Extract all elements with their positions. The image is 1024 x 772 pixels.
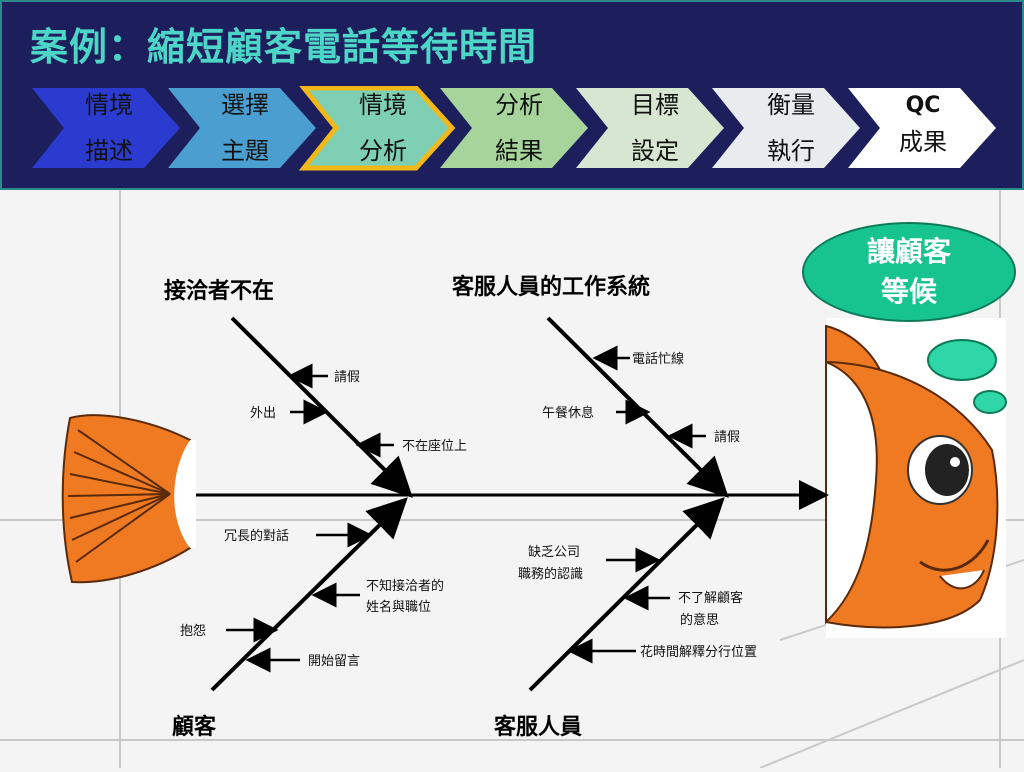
- cause-leave-message: 開始留言: [308, 654, 360, 669]
- cause-explain-branch: 花時間解釋分行位置: [640, 644, 757, 660]
- thought-circle-small: [973, 390, 1007, 414]
- step-6-line2: 執行: [767, 137, 815, 165]
- cause-out: 外出: [250, 406, 276, 421]
- cause-leave-2: 請假: [714, 430, 740, 445]
- step-7: QC 成果: [868, 88, 978, 160]
- cause-leave-1: 請假: [334, 370, 360, 385]
- fish-tail: [61, 414, 196, 584]
- step-chevron-4: [440, 88, 588, 168]
- step-chevron-1: [32, 88, 180, 168]
- step-1-line1: 情境: [85, 91, 133, 119]
- step-7-line1: QC: [905, 93, 941, 118]
- step-5-line1: 目標: [631, 91, 679, 119]
- cause-unknown-contact-1: 不知接洽者的: [366, 578, 444, 594]
- step-4-line2: 結果: [495, 137, 543, 165]
- header-banner: 案例：縮短顧客電話等待時間 情境 描述 選擇 主題 情境 分析 分析 結果 目標…: [0, 0, 1024, 190]
- cause-not-at-seat: 不在座位上: [402, 439, 467, 454]
- category-top-left: 接洽者不在: [164, 278, 274, 304]
- bone-bottom-left: [210, 497, 408, 692]
- cause-line-busy: 電話忙線: [632, 351, 684, 367]
- cause-complaint: 抱怨: [180, 623, 206, 639]
- step-2-line1: 選擇: [221, 91, 269, 119]
- category-bottom-right: 客服人員: [494, 714, 582, 740]
- step-chevron-6: [712, 88, 860, 168]
- step-chevron-2: [168, 88, 316, 168]
- cause-lack-knowledge-2: 職務的認識: [518, 566, 583, 582]
- cause-lunch-break: 午餐休息: [542, 405, 594, 421]
- step-2: 選擇 主題: [190, 82, 300, 174]
- step-5: 目標 設定: [600, 82, 710, 174]
- step-chevrons: [32, 86, 996, 171]
- cause-misunderstand-2: 的意思: [680, 612, 719, 628]
- thought-circle-large: [927, 339, 997, 381]
- cause-arrows: [226, 345, 706, 673]
- cause-unknown-contact-2: 姓名與職位: [366, 599, 431, 615]
- fishbone-diagram: 接洽者不在 客服人員的工作系統 顧客 客服人員 請假 外出 不在座位上 電話忙線…: [0, 190, 1024, 769]
- step-4: 分析 結果: [464, 82, 574, 174]
- cause-long-conversation: 冗長的對話: [224, 528, 289, 544]
- step-1: 情境 描述: [54, 82, 164, 174]
- step-6: 衡量 執行: [736, 82, 846, 174]
- step-chevron-7: [848, 88, 996, 168]
- effect-label: 讓顧客 等候: [866, 235, 951, 308]
- page-title: 案例：縮短顧客電話等待時間: [30, 25, 538, 69]
- step-6-line1: 衡量: [767, 91, 815, 119]
- step-1-line2: 描述: [85, 137, 133, 165]
- step-4-line1: 分析: [495, 91, 543, 119]
- cause-lack-knowledge-1: 缺乏公司: [528, 545, 580, 560]
- step-3: 情境 分析: [328, 82, 438, 174]
- fishbone-svg: 接洽者不在 客服人員的工作系統 顧客 客服人員 請假 外出 不在座位上 電話忙線…: [0, 190, 1024, 769]
- cause-misunderstand-1: 不了解顧客: [678, 590, 743, 606]
- step-chevron-3: [298, 86, 456, 171]
- category-bottom-left: 顧客: [172, 714, 217, 740]
- step-3-line2: 分析: [359, 137, 407, 165]
- step-5-line2: 設定: [631, 137, 679, 165]
- step-3-line1: 情境: [359, 91, 407, 119]
- step-chevron-5: [576, 88, 724, 168]
- step-7-line2: 成果: [899, 128, 947, 156]
- effect-bubble: 讓顧客 等候: [802, 222, 1016, 322]
- step-2-line2: 主題: [221, 137, 269, 165]
- category-top-right: 客服人員的工作系統: [452, 274, 650, 300]
